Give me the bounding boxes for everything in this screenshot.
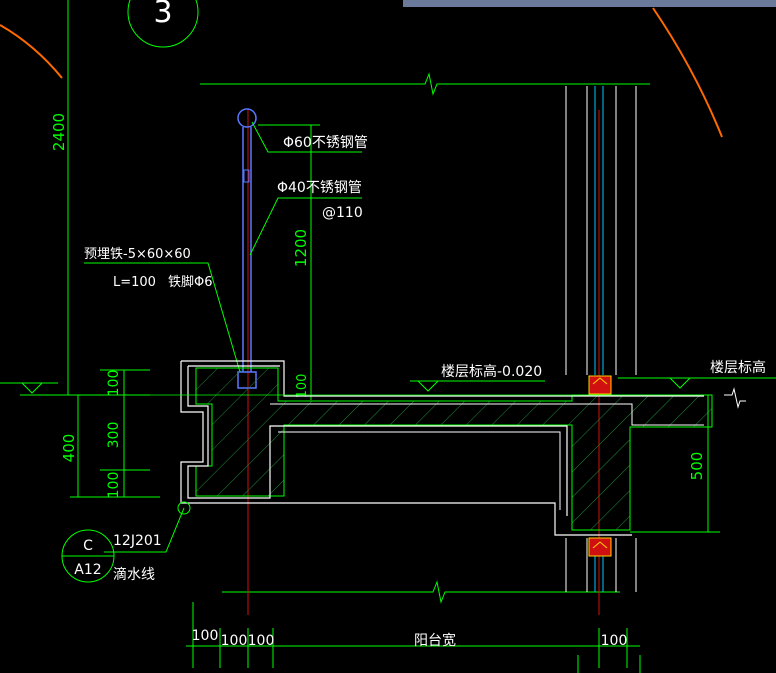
leader-drip — [104, 507, 185, 553]
window-head-bottom-detail — [592, 541, 608, 549]
dim-500: 500 — [688, 452, 706, 481]
dim-100-top: 100 — [106, 370, 122, 397]
label-drip-line: 滴水线 — [113, 566, 155, 583]
dim-bottom-100-b: 100 — [221, 633, 248, 649]
label-floor-level-1: 楼层标高-0.020 — [441, 363, 542, 380]
dim-balcony-width: 阳台宽 — [414, 632, 456, 649]
break-line-bottom — [222, 580, 620, 604]
slab-outline-outer — [180, 360, 704, 536]
leader-baluster — [249, 197, 362, 256]
view-number-circle — [127, 0, 199, 48]
detail-ref-bottom: A12 — [74, 562, 101, 578]
dim-bottom-100-a: 100 — [192, 628, 219, 644]
window-head-bottom — [588, 537, 612, 557]
drip-point — [177, 501, 191, 515]
slab-inner-recess — [278, 431, 561, 510]
leader-handrail — [251, 121, 362, 153]
toolbar-strip — [403, 0, 776, 7]
label-length: L=100 — [113, 275, 156, 290]
window-sill-top — [588, 375, 612, 395]
slab-top-right — [270, 403, 704, 426]
orange-curve-left — [0, 24, 63, 79]
level-marker-right — [669, 377, 691, 389]
dim-400: 400 — [60, 434, 78, 463]
label-handrail: Φ60不锈钢管 — [283, 135, 368, 151]
label-floor-level-2: 楼层标高 — [710, 359, 766, 376]
level-marker-mid — [417, 380, 439, 392]
orange-curve-right — [652, 7, 723, 138]
dim-300: 300 — [106, 422, 122, 449]
slab-outline-inner — [187, 365, 568, 516]
label-embedded-iron: 预埋铁-5×60×60 — [84, 247, 191, 262]
level-marker-left — [21, 382, 43, 394]
dim-100-bottom: 100 — [106, 472, 122, 499]
dim-100-rail: 100 — [295, 374, 310, 399]
view-number: 3 — [153, 0, 172, 30]
label-spacing: @110 — [322, 205, 363, 221]
detail-ref-top: C — [83, 538, 93, 554]
window-sill-top-detail — [592, 377, 608, 385]
break-line-top — [200, 72, 650, 96]
dim-1200: 1200 — [292, 229, 310, 267]
slab-hatch — [195, 367, 713, 531]
break-mark-right — [724, 387, 746, 409]
leader-embedded — [84, 262, 241, 373]
dim-2400: 2400 — [50, 113, 68, 151]
handrail-circle — [237, 108, 257, 128]
label-standard: 12J201 — [113, 533, 162, 549]
baluster-tab — [243, 169, 250, 183]
dim-bottom-100-right: 100 — [601, 633, 628, 649]
dim-bottom-100-c: 100 — [248, 633, 275, 649]
label-anchor: 铁脚Φ6 — [168, 274, 213, 290]
label-baluster: Φ40不锈钢管 — [277, 180, 362, 196]
